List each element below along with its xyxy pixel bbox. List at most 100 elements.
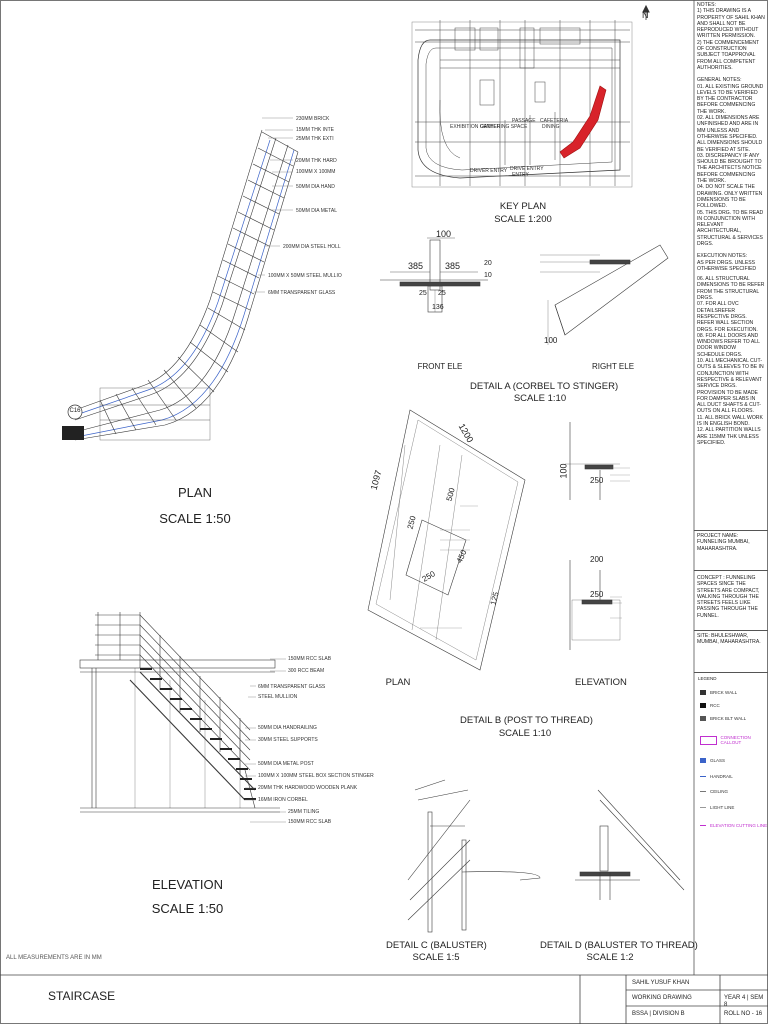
- general-notes-heading: GENERAL NOTES:: [697, 77, 742, 84]
- legend-swatch-rcc-icon: [700, 703, 706, 708]
- plan-note-7: 50MM DIA METAL: [296, 208, 338, 214]
- general-note-5: 05. THIS DRG. TO BE READ IN CONJUNCTION …: [697, 209, 765, 247]
- key-plan-room-6: DRIVER ENTRY: [470, 168, 508, 174]
- legend-swatch-ceiling-icon: [700, 791, 706, 792]
- plan-scale: SCALE 1:50: [159, 511, 231, 526]
- legend-item-2: RCC: [700, 703, 720, 708]
- elev-note-6: 30MM STEEL SUPPORTS: [258, 737, 318, 743]
- elev-note-8: 100MM X 100MM STEEL BOX SECTION STINGER: [258, 773, 374, 779]
- detail-a-dim-8: 136: [432, 304, 444, 311]
- plan-note-4: 20MM THK HARD: [296, 158, 337, 164]
- plan-note-3: 25MM THK EXTI: [296, 136, 334, 142]
- detail-b-scale: SCALE 1:10: [498, 728, 552, 739]
- plan-note-2: 15MM THK INTE: [296, 127, 334, 133]
- execution-note-4: 08. FOR ALL DOORS AND WINDOWS REFER TO A…: [697, 332, 762, 358]
- legend-swatch-brick-blt-icon: [700, 716, 706, 721]
- general-note-4: 04. DO NOT SCALE THE DRAWING. ONLY WRITT…: [697, 184, 764, 210]
- detail-b-dim-10: 200: [590, 555, 604, 564]
- plan-stair-drawing: [74, 129, 299, 441]
- notes-item-1: 1) THIS DRAWING IS A PROPERTY OF SAHIL K…: [697, 8, 766, 40]
- detail-a-dim-1: 100: [436, 229, 452, 239]
- project-name: PROJECT NAME: FUNNELING MUMBAI, MAHARASH…: [697, 533, 750, 552]
- detail-d-title: DETAIL D (BALUSTER TO THREAD): [540, 940, 698, 951]
- detail-c-drawing: [407, 779, 541, 933]
- legend-item-9: ELEVATION CUTTING LINE: [700, 823, 767, 828]
- legend-swatch-brick-icon: [700, 690, 706, 695]
- legend-item-5: GLASS: [700, 758, 725, 763]
- legend-swatch-callout-icon: [700, 735, 717, 745]
- key-plan-scale: SCALE 1:200: [494, 214, 552, 225]
- course-division: BSSA | DIVISION B: [632, 1011, 685, 1017]
- elev-note-5: 50MM DIA HANDRAILING: [258, 725, 317, 731]
- detail-a-dim-9: 100: [544, 336, 558, 345]
- legend-swatch-light-icon: [700, 807, 706, 808]
- key-plan-highlight: [559, 85, 607, 159]
- detail-a-dim-7: 25: [438, 290, 446, 297]
- key-plan-room-4: CAFETERIA: [540, 118, 569, 124]
- execution-note-2: 06. ALL STRUCTURAL DIMENSIONS TO BE REFE…: [697, 276, 766, 302]
- elev-note-9: 20MM THK HARDWOOD WOODEN PLANK: [258, 785, 358, 791]
- execution-note-5: 10. ALL MECHANICAL CUT-OUTS & SLEEVES TO…: [697, 358, 766, 415]
- elevation-scale: SCALE 1:50: [151, 901, 224, 916]
- detail-c-title: DETAIL C (BALUSTER): [386, 940, 487, 951]
- detail-c-scale: SCALE 1:5: [412, 952, 460, 963]
- detail-a-front-label: FRONT ELE: [417, 362, 463, 371]
- execution-notes-heading: EXECUTION NOTES:: [697, 253, 748, 260]
- detail-a-dim-4: 20: [484, 260, 492, 267]
- detail-a-dim-3: 385: [445, 261, 461, 271]
- detail-a-dim-5: 10: [484, 272, 492, 279]
- legend-swatch-glass-icon: [700, 758, 706, 763]
- key-plan-drawing: [411, 20, 633, 188]
- legend-item-8: LIGHT LINE: [700, 805, 734, 810]
- detail-a-right-label: RIGHT ELE: [591, 362, 635, 371]
- roll-number: ROLL NO - 16: [724, 1011, 763, 1017]
- detail-b-title: DETAIL B (POST TO THREAD): [460, 715, 593, 726]
- project-site: SITE: BHULESHWAR, MUMBAI, MAHARASHTRA.: [697, 633, 761, 646]
- legend-item-4: CONNECTION CALLOUT: [700, 735, 768, 745]
- legend-item-3: BRICK BLT WALL: [700, 716, 746, 721]
- general-note-1: 01. ALL EXISTING GROUND LEVELS TO BE VER…: [697, 83, 765, 115]
- legend-item-1: BRICK WALL: [700, 690, 737, 695]
- general-note-2: 02. ALL DIMENSIONS ARE UNFINISHED AND AR…: [697, 115, 764, 153]
- plan-note-8: 200MM DIA STEEL HOLL: [283, 244, 341, 250]
- north-arrow-icon: [642, 4, 650, 20]
- legend-swatch-handrail-icon: [700, 776, 706, 777]
- notes-divider-4: [694, 672, 768, 673]
- execution-note-1: AS PER DRGS. UNLESS OTHERWISE SPECIFIED: [697, 259, 757, 272]
- detail-a-dim-6: 25: [419, 290, 427, 297]
- elevation-treads: [140, 668, 256, 800]
- elev-note-1: 150MM RCC SLAB: [288, 656, 332, 662]
- title-block-lines: [0, 974, 768, 1024]
- key-plan-room-3: PASSAGE: [512, 118, 536, 124]
- elevation-stair-drawing: [79, 612, 280, 813]
- author-name: SAHIL YUSUF KHAN: [632, 980, 690, 986]
- execution-note-6: 11. ALL BRICK WALL WORK IS IN ENGLISH BO…: [697, 414, 765, 427]
- detail-a-scale: SCALE 1:10: [513, 393, 567, 404]
- elev-note-10: 16MM IRON CORBEL: [258, 797, 308, 803]
- general-note-3: 03. DISCREPANCY IF ANY SHOULD BE BROUGHT…: [697, 152, 763, 185]
- elev-note-4: STEEL MULLION: [258, 694, 298, 700]
- legend-heading: LEGEND: [698, 676, 717, 681]
- legend-item-6: HANDRAIL: [700, 774, 733, 779]
- notes-panel: NOTES: 1) THIS DRAWING IS A PROPERTY OF …: [697, 2, 765, 446]
- detail-d-drawing: [575, 789, 685, 900]
- execution-note-3: 07. FOR ALL OVC DETAILSREFER RESPECTIVE …: [697, 301, 758, 333]
- detail-a-dim-2: 385: [408, 261, 424, 271]
- plan-note-1: 230MM BRICK: [296, 116, 330, 122]
- detail-b-dim-11: 250: [590, 590, 604, 599]
- detail-b-elevation-label: ELEVATION: [575, 677, 627, 688]
- detail-a-drawing: [380, 237, 669, 345]
- callout-c16-icon: [67, 404, 83, 420]
- detail-a-title: DETAIL A (CORBEL TO STINGER): [470, 381, 619, 392]
- key-plan-room-1: EXHIBITION CENTER: [450, 124, 501, 130]
- plan-callout-label: C16: [69, 408, 81, 414]
- execution-note-7: 12. ALL PARTITION WALLS ARE 115MM THK UN…: [697, 427, 762, 446]
- key-plan-room-8: ENTRY: [512, 172, 529, 178]
- notes-divider-1: [694, 530, 768, 531]
- elev-note-7: 50MM DIA METAL POST: [258, 761, 314, 767]
- detail-b-plan-label: PLAN: [385, 677, 411, 688]
- elevation-title: ELEVATION: [151, 877, 224, 892]
- plan-wall-block: [62, 426, 84, 440]
- elev-note-2: 300 RCC BEAM: [288, 668, 325, 674]
- elev-note-11: 25MM TILING: [288, 809, 320, 815]
